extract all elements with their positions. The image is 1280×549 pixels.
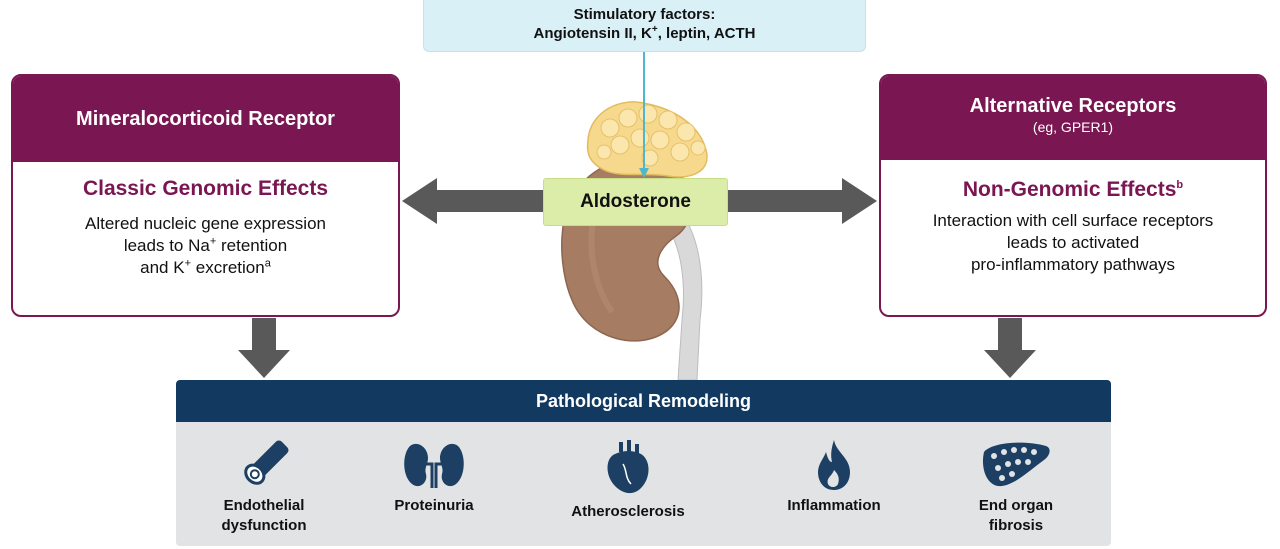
card-subtitle: Classic Genomic Effects (82, 177, 329, 200)
stimulatory-factors-box: Stimulatory factors: Angiotensin II, K+,… (423, 0, 866, 52)
card-header: Mineralocorticoid Receptor (13, 76, 398, 162)
aldosterone-label: Aldosterone (543, 178, 728, 226)
arrow-left-icon (402, 178, 543, 224)
arrow-right-icon (726, 178, 877, 224)
liver-icon (982, 442, 1050, 487)
card-header-note: (eg, GPER1) (1032, 119, 1114, 135)
outcome-atherosclerosis: Atherosclerosis (548, 422, 708, 522)
alternative-receptors-card: Alternative Receptors (eg, GPER1) Non-Ge… (879, 74, 1267, 317)
card-body: Altered nucleic gene expression leads to… (85, 214, 326, 277)
mineralocorticoid-receptor-card: Mineralocorticoid Receptor Classic Genom… (11, 74, 400, 317)
heart-icon (607, 440, 649, 494)
arrow-down-right-icon (984, 318, 1036, 378)
panel-title: Pathological Remodeling (176, 380, 1111, 422)
kidneys-icon (404, 443, 464, 488)
card-body: Interaction with cell surface receptors … (932, 211, 1214, 274)
outcome-inflammation: Inflammation (754, 422, 914, 516)
stimulus-factors: Angiotensin II, K+, leptin, ACTH (533, 24, 756, 43)
outcome-proteinuria: Proteinuria (354, 422, 514, 516)
arrow-down-left-icon (238, 318, 290, 378)
card-subtitle: Non-Genomic Effectsb (962, 178, 1184, 201)
blood-vessel-icon (244, 440, 289, 485)
card-header: Alternative Receptors (eg, GPER1) (881, 76, 1265, 160)
stimulus-title: Stimulatory factors: (573, 6, 716, 23)
flame-icon (818, 440, 850, 490)
